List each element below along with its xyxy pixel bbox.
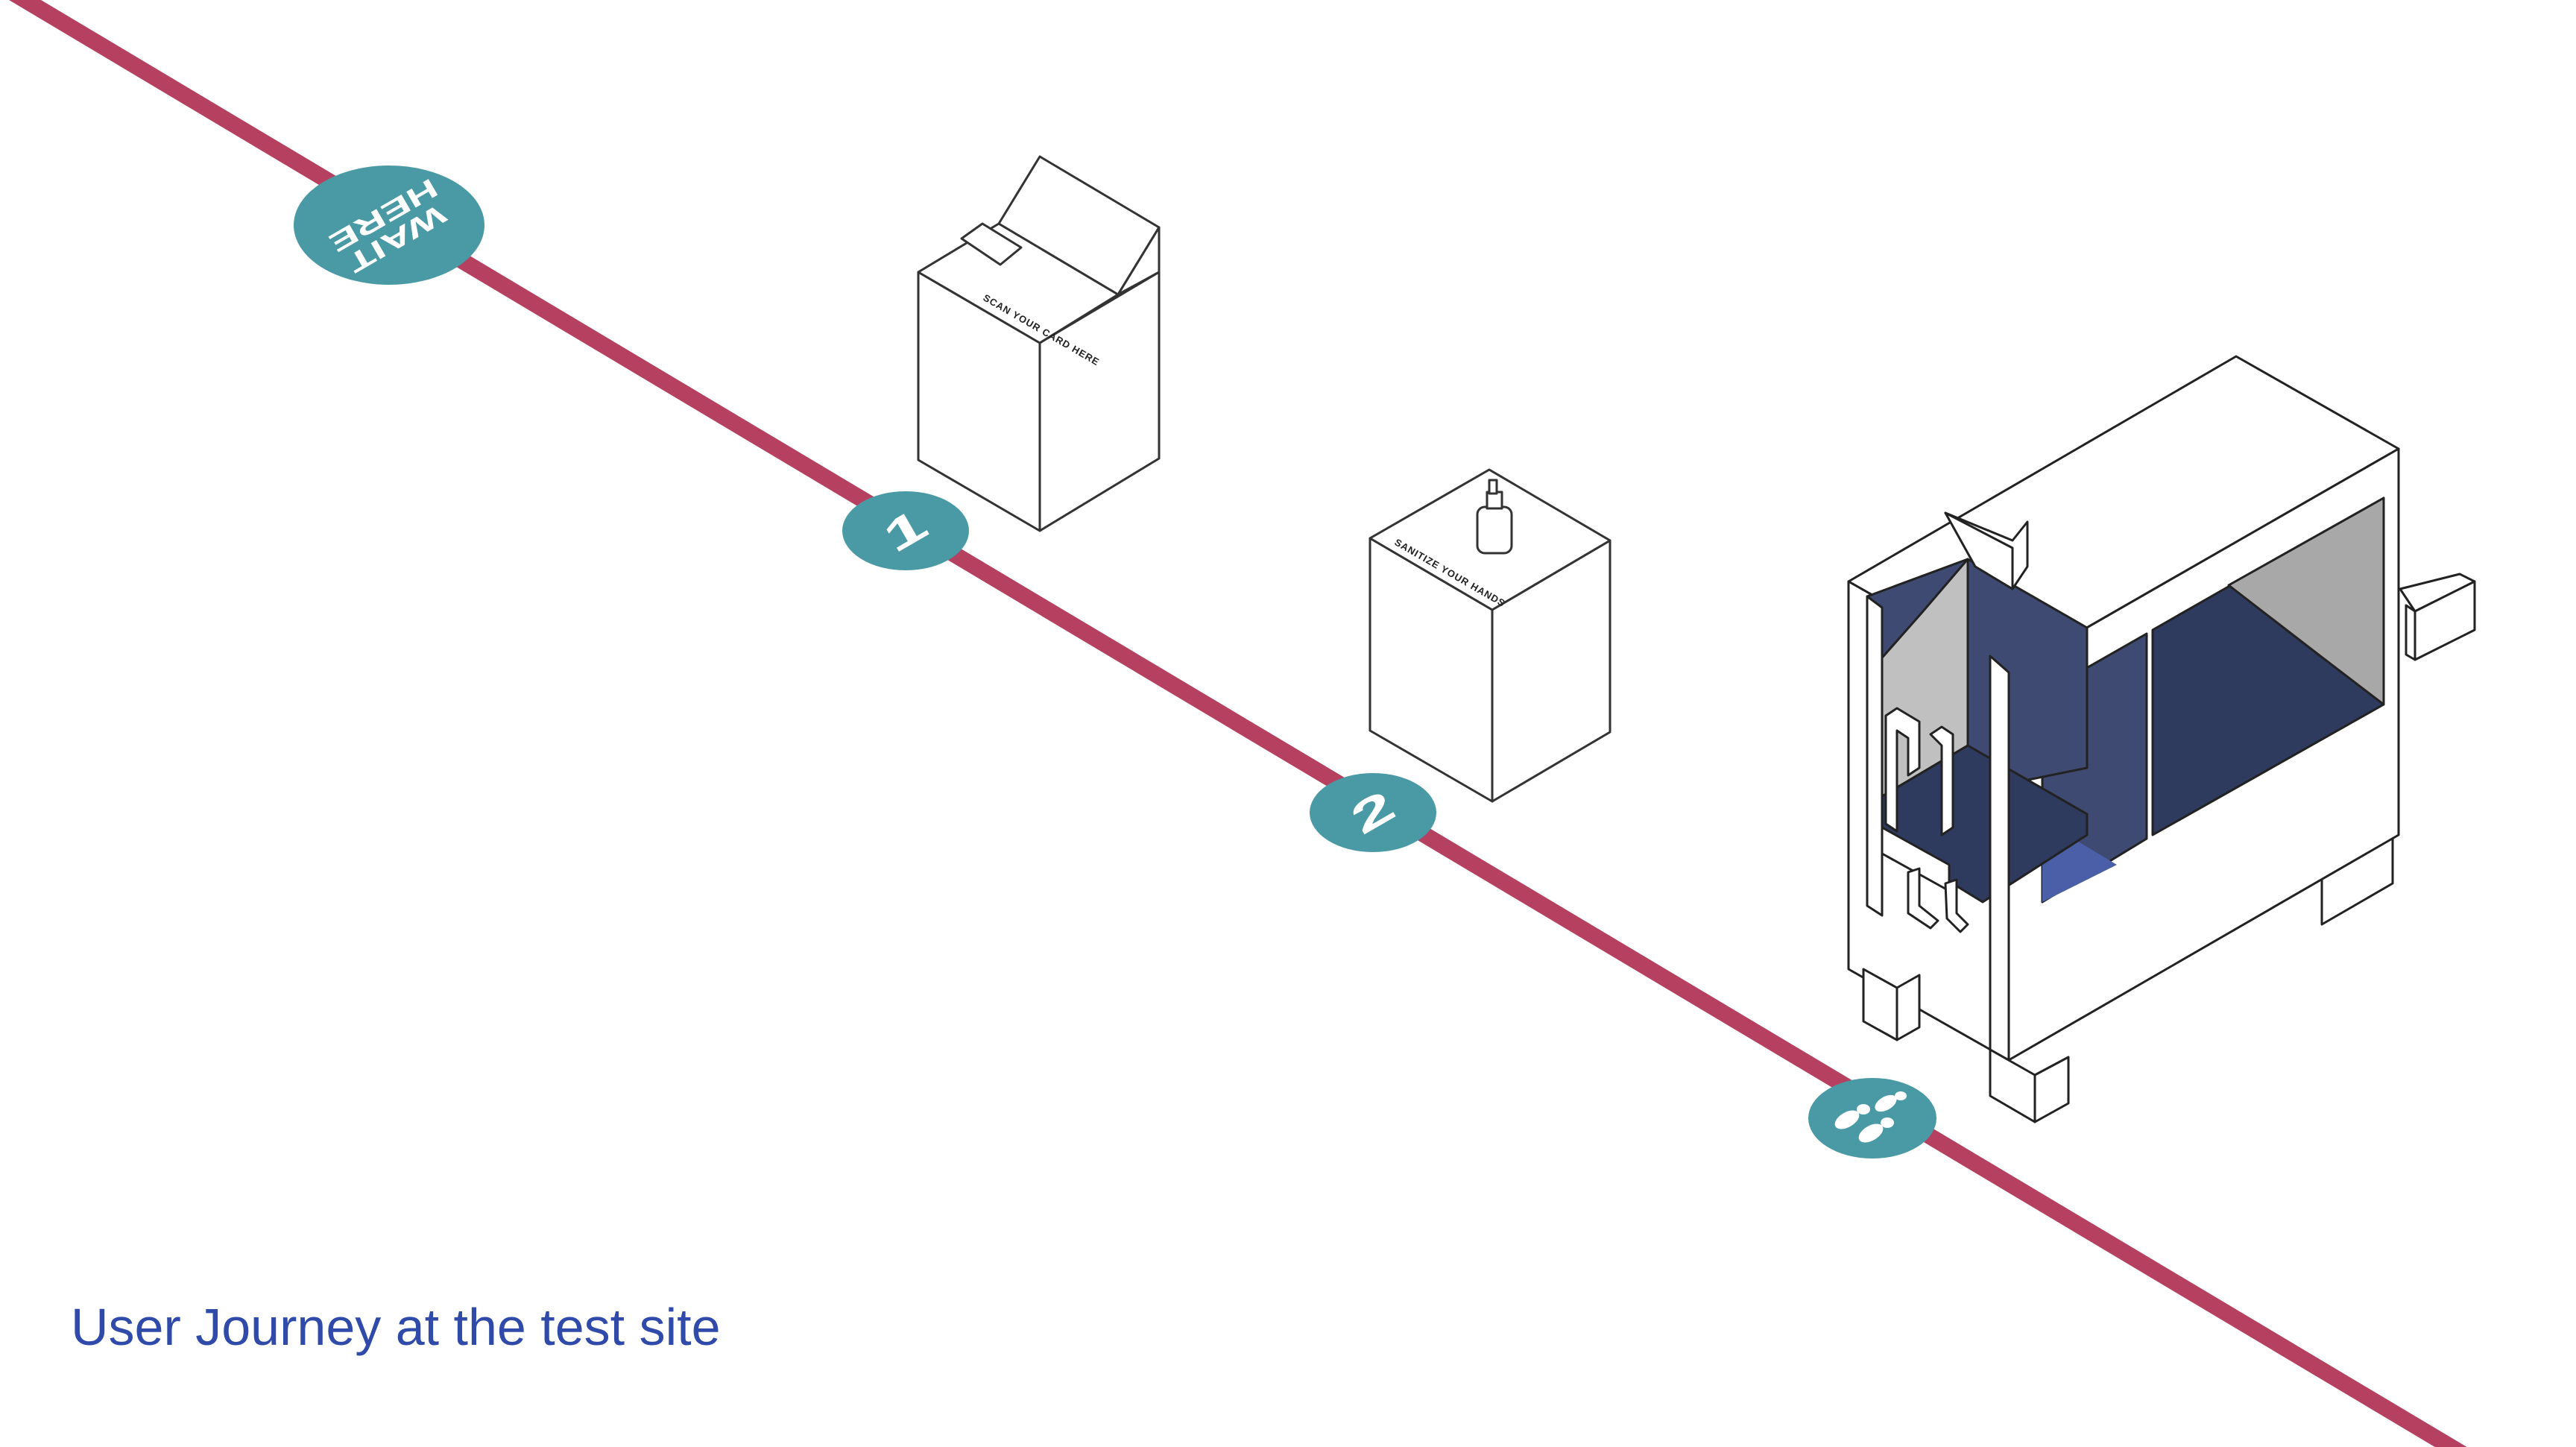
- glove-port: [1881, 707, 1969, 933]
- card-reader-screen: [960, 222, 1023, 266]
- diagram-caption: User Journey at the test site: [71, 1298, 721, 1356]
- footprints-icon: [1834, 1091, 1907, 1143]
- test-booth: [1847, 355, 2476, 1123]
- sanitizer-station: SANITIZE YOUR HANDS: [1368, 468, 1611, 803]
- step-1-marker: 1: [842, 491, 969, 570]
- step-2-marker: 2: [1310, 773, 1436, 852]
- soap-bottle-icon: [1476, 479, 1513, 555]
- wait-here-marker: WAIT HERE: [294, 165, 484, 285]
- side-screen: [2399, 573, 2476, 661]
- screen-icon: [1944, 511, 2029, 590]
- card-scan-kiosk: SCAN YOUR CARD HERE: [917, 155, 1161, 532]
- footprints-marker: [1808, 1078, 1936, 1158]
